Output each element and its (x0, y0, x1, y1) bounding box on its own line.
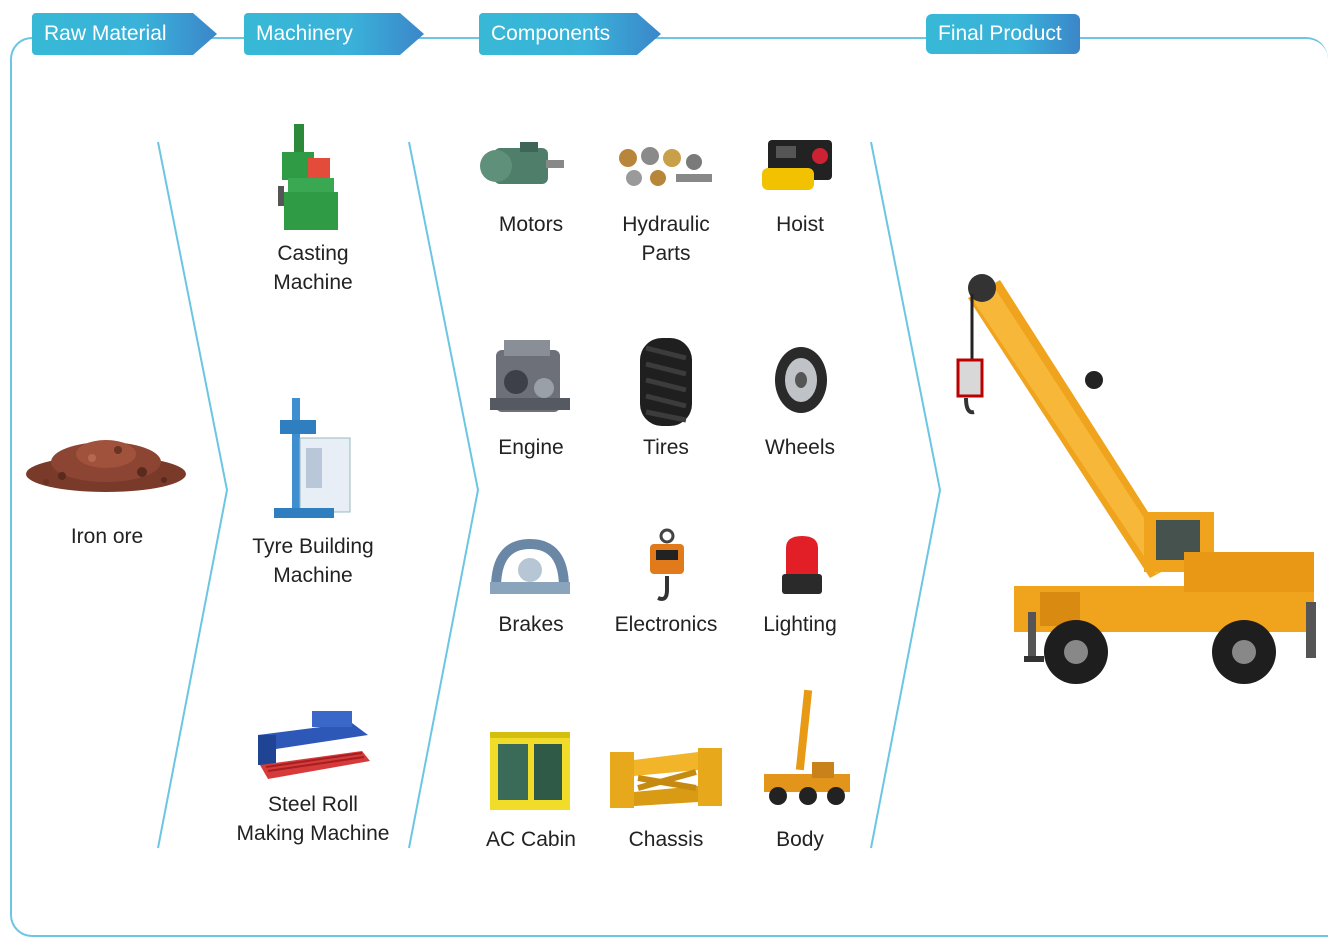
raw-material-label-text: Iron ore (70, 525, 144, 548)
header-components: Components (479, 13, 661, 55)
machinery-label-2-line-2: Machine (273, 564, 353, 587)
wheel-icon (775, 347, 827, 413)
machinery-label-3-line-2: Making Machine (236, 822, 390, 845)
hoist-icon (762, 140, 832, 190)
component-label-hydraulic-parts-line-1: Hydraulic (622, 213, 710, 236)
hydraulic-parts-icon (619, 147, 712, 186)
component-label-wheels-text: Wheels (764, 436, 836, 459)
ac-cabin-icon (490, 732, 570, 810)
component-label-motors-text: Motors (498, 213, 564, 236)
chassis-icon (610, 748, 722, 808)
machinery-label-3: Steel Roll Making Machine (228, 790, 398, 848)
component-label-hydraulic-parts: Hydraulic Parts (581, 210, 751, 268)
component-label-ac-cabin-text: AC Cabin (486, 828, 576, 851)
component-label-lighting-text: Lighting (763, 613, 837, 636)
machinery-label-1: Casting Machine (228, 239, 398, 297)
crane-scale-icon (650, 528, 684, 601)
component-label-hoist: Hoist (715, 210, 885, 239)
component-label-brakes-text: Brakes (498, 613, 564, 636)
brakes-icon (490, 538, 570, 594)
component-label-engine: Engine (446, 433, 616, 462)
component-label-hydraulic-parts-line-2: Parts (641, 242, 691, 265)
machinery-label-1-line-2: Machine (273, 271, 353, 294)
header-raw-material: Raw Material (32, 13, 217, 55)
component-label-brakes: Brakes (446, 610, 616, 639)
header-machinery-label: Machinery (256, 22, 353, 45)
raw-material-label: Iron ore (22, 522, 192, 551)
component-label-ac-cabin: AC Cabin (446, 825, 616, 854)
tire-icon (640, 338, 692, 426)
crane-body-icon (764, 689, 850, 805)
component-label-wheels: Wheels (715, 433, 885, 462)
component-label-chassis-text: Chassis (628, 828, 704, 851)
header-machinery: Machinery (244, 13, 424, 55)
header-final-product: Final Product (926, 14, 1080, 54)
engine-icon (490, 340, 570, 412)
header-components-label: Components (491, 22, 611, 45)
header-final-product-label: Final Product (938, 22, 1062, 45)
casting-machine-icon (278, 124, 338, 230)
machinery-label-2: Tyre Building Machine (228, 532, 398, 590)
component-label-lighting: Lighting (715, 610, 885, 639)
mobile-crane-icon (956, 274, 1316, 684)
component-label-tires-text: Tires (643, 436, 689, 459)
motor-icon (480, 142, 564, 184)
component-label-engine-text: Engine (498, 436, 564, 459)
header-raw-material-label: Raw Material (44, 22, 167, 45)
machinery-label-3-line-1: Steel Roll (268, 793, 358, 816)
component-label-body-text: Body (776, 828, 824, 851)
beacon-light-icon (782, 536, 822, 594)
component-label-body: Body (715, 825, 885, 854)
component-label-hoist-text: Hoist (776, 213, 824, 236)
steel-roll-machine-icon (258, 711, 370, 779)
component-label-tires: Tires (581, 433, 751, 462)
flow-frame (10, 37, 1328, 937)
component-label-electronics: Electronics (581, 610, 751, 639)
component-label-electronics-text: Electronics (614, 613, 718, 636)
machinery-label-1-line-1: Casting (277, 242, 349, 265)
tyre-building-machine-icon (274, 398, 351, 518)
machinery-label-2-line-1: Tyre Building (252, 535, 374, 558)
component-label-chassis: Chassis (581, 825, 751, 854)
iron-ore-icon (26, 440, 186, 492)
component-label-motors: Motors (446, 210, 616, 239)
